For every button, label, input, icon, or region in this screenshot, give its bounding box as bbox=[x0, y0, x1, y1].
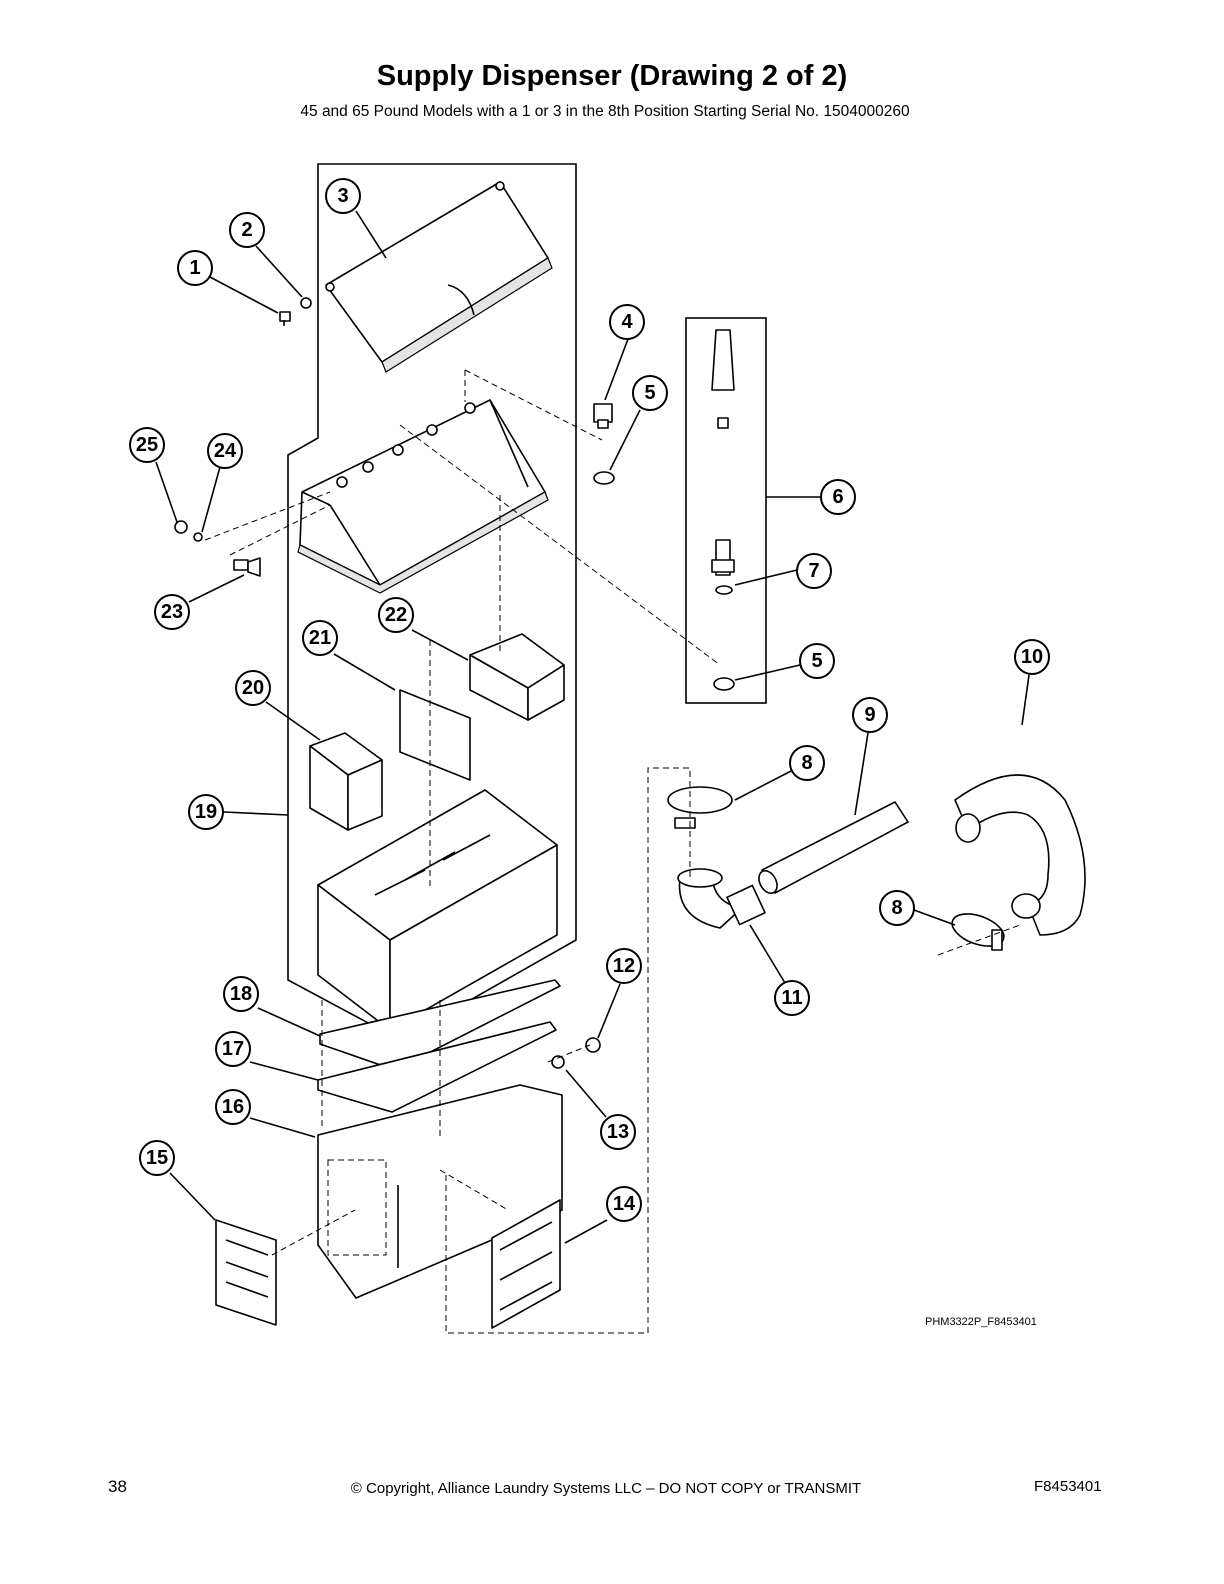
thumb-screw-part bbox=[233, 557, 261, 577]
front-panel-part bbox=[317, 1084, 563, 1299]
svg-text:20: 20 bbox=[242, 677, 264, 699]
callout-15: 15 bbox=[139, 1140, 175, 1176]
callout-19: 19 bbox=[188, 794, 224, 830]
screw-part bbox=[279, 311, 291, 326]
valve-kit-box bbox=[685, 317, 767, 704]
svg-text:17: 17 bbox=[222, 1038, 244, 1060]
svg-text:15: 15 bbox=[146, 1147, 168, 1169]
callout-8: 8 bbox=[789, 745, 825, 781]
svg-text:19: 19 bbox=[195, 801, 217, 823]
svg-text:25: 25 bbox=[136, 434, 158, 456]
callout-5: 5 bbox=[632, 375, 668, 411]
svg-text:11: 11 bbox=[781, 987, 802, 1009]
nut-part bbox=[713, 677, 735, 691]
callout-14: 14 bbox=[606, 1186, 642, 1222]
svg-text:4: 4 bbox=[621, 311, 633, 333]
nut-part bbox=[174, 520, 188, 534]
callout-3: 3 bbox=[325, 178, 361, 214]
svg-text:21: 21 bbox=[309, 627, 331, 649]
callout-8: 8 bbox=[879, 890, 915, 926]
svg-text:3: 3 bbox=[337, 185, 348, 207]
o-ring-part bbox=[715, 585, 733, 595]
warning-label-part bbox=[215, 1219, 277, 1326]
callout-9: 9 bbox=[852, 697, 888, 733]
hose-clamp-part bbox=[951, 913, 1005, 951]
assembly-guide-lines bbox=[204, 369, 1021, 1334]
svg-text:8: 8 bbox=[801, 752, 812, 774]
tray-part bbox=[297, 399, 549, 594]
callout-12: 12 bbox=[606, 948, 642, 984]
washer-part bbox=[193, 532, 203, 542]
divider-plate-part bbox=[399, 689, 471, 781]
callout-7: 7 bbox=[796, 553, 832, 589]
warning-label-part bbox=[491, 1199, 561, 1329]
page-title: Supply Dispenser (Drawing 2 of 2) bbox=[376, 60, 848, 92]
svg-text:2: 2 bbox=[241, 219, 252, 241]
svg-text:1: 1 bbox=[189, 257, 200, 279]
svg-text:16: 16 bbox=[222, 1096, 244, 1118]
svg-text:9: 9 bbox=[864, 704, 875, 726]
callout-16: 16 bbox=[215, 1089, 251, 1125]
svg-text:24: 24 bbox=[214, 440, 237, 462]
svg-text:5: 5 bbox=[644, 382, 655, 404]
copyright-notice: © Copyright, Alliance Laundry Systems LL… bbox=[350, 1480, 862, 1497]
callout-6: 6 bbox=[820, 479, 856, 515]
callout-21: 21 bbox=[302, 620, 338, 656]
callout-20: 20 bbox=[235, 670, 271, 706]
tube-part bbox=[758, 801, 909, 895]
document-number: F8453401 bbox=[1034, 1478, 1102, 1495]
compartment-box-part bbox=[309, 732, 383, 831]
svg-text:5: 5 bbox=[811, 650, 822, 672]
svg-text:13: 13 bbox=[607, 1121, 629, 1143]
page-subtitle: 45 and 65 Pound Models with a 1 or 3 in … bbox=[300, 103, 910, 120]
lid-part bbox=[325, 181, 553, 373]
callout-13: 13 bbox=[600, 1114, 636, 1150]
svg-text:10: 10 bbox=[1021, 646, 1043, 668]
svg-text:14: 14 bbox=[613, 1193, 636, 1215]
callout-5: 5 bbox=[799, 643, 835, 679]
svg-text:8: 8 bbox=[891, 897, 902, 919]
rail-part bbox=[317, 1021, 557, 1113]
nut-part bbox=[585, 1037, 601, 1053]
hose-part bbox=[954, 774, 1086, 936]
dispenser-box-part bbox=[317, 789, 558, 1031]
washer-part bbox=[300, 297, 312, 309]
nut-part bbox=[593, 471, 615, 485]
compartment-box-part bbox=[469, 633, 565, 721]
callout-11: 11 bbox=[774, 980, 810, 1016]
page-number: 38 bbox=[108, 1477, 127, 1496]
callout-25: 25 bbox=[129, 427, 165, 463]
callout-22: 22 bbox=[378, 597, 414, 633]
svg-text:23: 23 bbox=[161, 601, 183, 623]
elbow-part bbox=[677, 868, 766, 929]
dispenser-assembly-outline bbox=[287, 163, 577, 1041]
callout-23: 23 bbox=[154, 594, 190, 630]
plug-part bbox=[593, 403, 613, 429]
svg-text:18: 18 bbox=[230, 983, 252, 1005]
callout-24: 24 bbox=[207, 433, 243, 469]
hose-clamp-part bbox=[667, 786, 733, 829]
svg-text:12: 12 bbox=[613, 955, 635, 977]
figure-id: PHM3322P_F8453401 bbox=[925, 1316, 1037, 1328]
callout-4: 4 bbox=[609, 304, 645, 340]
washer-part bbox=[551, 1055, 565, 1069]
leader-lines bbox=[155, 210, 1030, 1244]
valve-part bbox=[711, 329, 735, 576]
svg-text:7: 7 bbox=[808, 560, 819, 582]
callout-2: 2 bbox=[229, 212, 265, 248]
callout-10: 10 bbox=[1014, 639, 1050, 675]
svg-text:6: 6 bbox=[832, 486, 843, 508]
callout-17: 17 bbox=[215, 1031, 251, 1067]
svg-text:22: 22 bbox=[385, 604, 407, 626]
callout-18: 18 bbox=[223, 976, 259, 1012]
callout-1: 1 bbox=[177, 250, 213, 286]
